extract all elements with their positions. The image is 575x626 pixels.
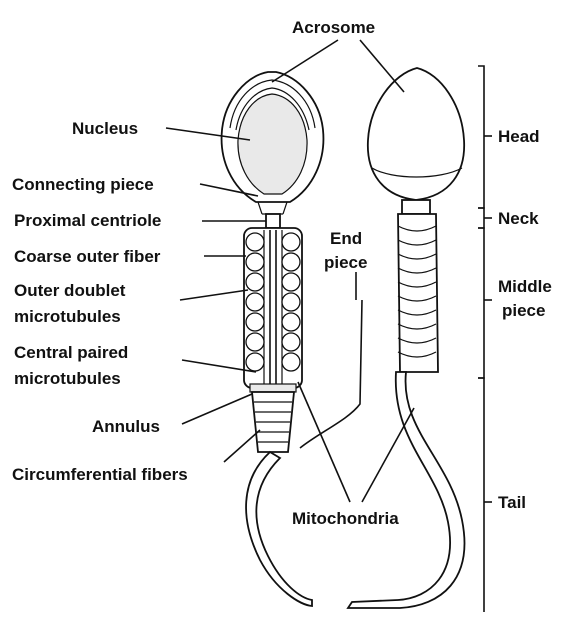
proximal-centriole — [266, 214, 280, 228]
surface-tail — [348, 372, 464, 608]
label-nucleus: Nucleus — [72, 119, 138, 138]
label-middle-piece-line2: piece — [502, 301, 545, 320]
label-mitochondria: Mitochondria — [292, 509, 399, 528]
label-head: Head — [498, 127, 540, 146]
label-central-paired-line2: microtubules — [14, 369, 121, 388]
label-acrosome: Acrosome — [292, 18, 375, 37]
surface-midpiece — [398, 214, 438, 372]
label-coarse-outer-fiber: Coarse outer fiber — [14, 247, 161, 266]
label-end-piece-line1: End — [330, 229, 362, 248]
end-piece-filament — [300, 300, 362, 448]
sectional-tail — [246, 452, 312, 606]
label-neck: Neck — [498, 209, 539, 228]
region-brackets — [478, 66, 492, 612]
surface-neck — [402, 200, 430, 214]
sectional-view — [222, 72, 324, 452]
label-outer-doublet-line1: Outer doublet — [14, 281, 126, 300]
bracket-middle — [478, 228, 484, 378]
sectional-nucleus — [238, 94, 307, 194]
label-outer-doublet-line2: microtubules — [14, 307, 121, 326]
label-proximal-centriole: Proximal centriole — [14, 211, 161, 230]
sectional-annulus — [250, 384, 296, 392]
label-annulus: Annulus — [92, 417, 160, 436]
sectional-connecting-piece — [258, 202, 287, 214]
bracket-head — [478, 66, 484, 208]
label-end-piece-line2: piece — [324, 253, 367, 272]
label-circumferential-fibers: Circumferential fibers — [12, 465, 188, 484]
label-central-paired-line1: Central paired — [14, 343, 128, 362]
label-tail: Tail — [498, 493, 526, 512]
bracket-neck — [478, 208, 484, 228]
bracket-tail — [478, 378, 484, 612]
label-middle-piece-line1: Middle — [498, 277, 552, 296]
label-connecting-piece: Connecting piece — [12, 175, 154, 194]
surface-head — [368, 68, 464, 200]
